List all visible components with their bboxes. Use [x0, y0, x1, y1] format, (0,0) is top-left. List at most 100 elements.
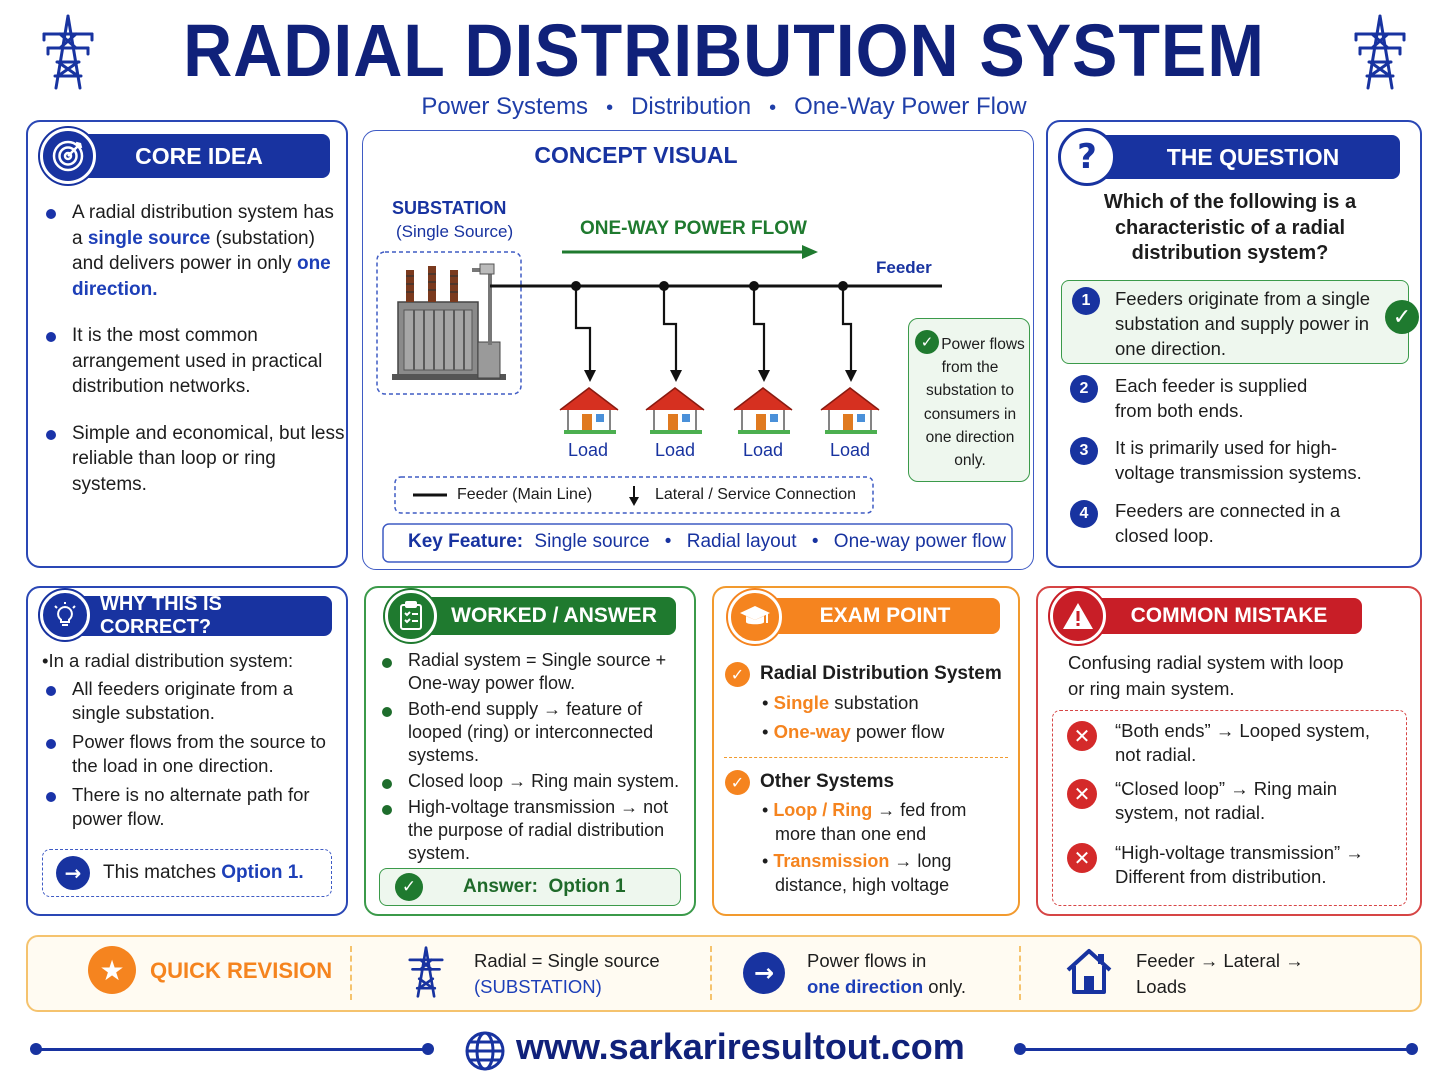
core-idea-list: A radial distribution system has a singl…: [42, 200, 347, 497]
core-idea-bullet: Simple and economical, but less reliable…: [42, 421, 347, 498]
substation-label: SUBSTATION: [392, 198, 507, 218]
warning-icon: [1050, 588, 1106, 644]
mistake-intro: Confusing radial system with loop or rin…: [1068, 652, 1344, 699]
exam-sec2-item: • Transmission → long distance, high vol…: [762, 851, 952, 895]
one-way-flow-label: ONE-WAY POWER FLOW: [580, 218, 807, 239]
house-icon: [1066, 949, 1112, 994]
substation-box: [376, 251, 522, 395]
worked-bullet: Closed loop → Ring main system.: [378, 770, 690, 793]
exam-sec2-item: • Loop / Ring → fed from more than one e…: [762, 800, 967, 844]
option-text[interactable]: Each feeder is supplied from both ends.: [1115, 375, 1308, 421]
lightbulb-icon: [40, 590, 90, 640]
worked-bullet: Radial system = Single source + One-way …: [378, 649, 690, 695]
load-house-icon: [645, 387, 705, 434]
answer-check-icon: ✓: [395, 873, 423, 901]
concept-diagram: [376, 245, 1013, 563]
load-label: Load: [830, 440, 871, 460]
load-house-icon: [733, 387, 793, 434]
correct-option-highlight: [1061, 280, 1409, 364]
footer-dot: [30, 1043, 42, 1055]
option-text[interactable]: Feeders are connected in a closed loop.: [1115, 500, 1341, 546]
key-feature-box: [382, 523, 1013, 563]
page-title: RADIAL DISTRIBUTION SYSTEM: [183, 9, 1265, 92]
revision-item-1: Radial = Single source (SUBSTATION): [474, 950, 660, 997]
substation-sublabel: (Single Source): [396, 222, 514, 241]
footer-dot: [422, 1043, 434, 1055]
common-mistake-panel: [1036, 586, 1422, 916]
footer-dot: [1014, 1043, 1026, 1055]
common-mistake-heading: COMMON MISTAKE: [1084, 598, 1362, 634]
load-label: Load: [568, 440, 609, 460]
footer-dot: [1406, 1043, 1418, 1055]
worked-list: Radial system = Single source + One-way …: [378, 649, 690, 865]
option-number: 2: [1070, 375, 1098, 403]
concept-visual-heading: CONCEPT VISUAL: [534, 142, 738, 168]
worked-panel: [364, 586, 696, 916]
exam-divider: [724, 757, 1008, 758]
mistake-item: “Closed loop” → Ring main system, not ra…: [1115, 778, 1338, 823]
exam-sec1-item: • Single substation: [762, 692, 919, 713]
clipboard-icon: [385, 590, 437, 642]
core-idea-bullet: A radial distribution system has a singl…: [42, 200, 347, 302]
match-box: [42, 849, 332, 897]
target-icon: [40, 128, 96, 184]
exam-check-icon: ✓: [725, 770, 750, 795]
legend-feeder-label: Feeder (Main Line): [457, 486, 593, 503]
quick-revision-bar: [26, 935, 1422, 1012]
exam-sec1-title: Radial Distribution System: [760, 663, 1002, 684]
core-idea-heading: CORE IDEA: [58, 134, 330, 178]
load-house-icon: [820, 387, 880, 434]
footer-line-right: [1020, 1048, 1412, 1051]
why-correct-intro: •In a radial distribution system:: [42, 650, 294, 671]
why-correct-bullet: There is no alternate path for power flo…: [42, 783, 332, 831]
key-feature-line: Key Feature: Single source • Radial layo…: [408, 531, 1006, 552]
transmission-tower-icon-right: [1354, 14, 1406, 90]
load-label: Load: [743, 440, 784, 460]
exam-sec2-title: Other Systems: [760, 771, 895, 792]
mistake-item: “Both ends” → Looped system, not radial.: [1115, 720, 1371, 765]
footer-line-left: [36, 1048, 428, 1051]
why-correct-bullet: All feeders originate from a single subs…: [42, 677, 332, 725]
transmission-tower-icon-left: [42, 14, 94, 90]
worked-bullet: Both-end supply → feature of looped (rin…: [378, 698, 690, 767]
answer-box: [379, 868, 681, 906]
flow-note-text: Power flows from the substation to consu…: [923, 336, 1025, 470]
option-text[interactable]: Feeders originate from a single substati…: [1115, 288, 1371, 359]
arrow-right-icon: →: [743, 952, 785, 994]
question-mark-icon: ?: [1058, 128, 1116, 186]
cross-icon: ✕: [1067, 843, 1097, 873]
revision-item-2: Power flows in one direction only.: [807, 950, 967, 997]
feeder-label: Feeder: [876, 258, 932, 277]
check-circle-icon: ✓: [915, 330, 939, 354]
subtitle-part: One-Way Power Flow: [794, 93, 1027, 120]
mistake-item: “High-voltage transmission” → Different …: [1115, 842, 1364, 887]
exam-sec1-item: • One-way power flow: [762, 721, 945, 742]
option-text[interactable]: It is primarily used for high-voltage tr…: [1115, 437, 1362, 483]
revision-divider: [710, 946, 712, 1000]
footer-url[interactable]: www.sarkariresultout.com: [516, 1026, 965, 1067]
why-correct-list: All feeders originate from a single subs…: [42, 677, 332, 831]
globe-icon: [465, 1031, 505, 1071]
page-subtitle: Power Systems•Distribution•One-Way Power…: [421, 93, 1027, 120]
question-text: Which of the following is a characterist…: [1103, 191, 1357, 264]
transmission-tower-icon: [408, 946, 444, 998]
quick-revision-heading: QUICK REVISION: [150, 958, 333, 983]
graduation-cap-icon: [728, 590, 782, 644]
revision-divider: [1019, 946, 1021, 1000]
legend-box: [394, 476, 874, 514]
subtitle-part: Distribution: [631, 93, 752, 120]
cross-icon: ✕: [1067, 779, 1097, 809]
load-house-icon: [559, 387, 619, 434]
match-text: This matches Option 1.: [103, 862, 304, 883]
transformer-icon: [392, 263, 506, 380]
question-heading: THE QUESTION: [1090, 135, 1400, 179]
core-idea-bullet: It is the most common arrangement used i…: [42, 323, 347, 400]
exam-check-icon: ✓: [725, 662, 750, 687]
worked-heading: WORKED / ANSWER: [408, 597, 676, 635]
why-correct-heading: WHY THIS IS CORRECT?: [70, 593, 332, 638]
load-label: Load: [655, 440, 696, 460]
mistake-list-box: [1052, 710, 1407, 906]
worked-bullet: High-voltage transmission → not the purp…: [378, 796, 690, 865]
option-number: 3: [1070, 437, 1098, 465]
subtitle-part: Power Systems: [421, 93, 589, 120]
